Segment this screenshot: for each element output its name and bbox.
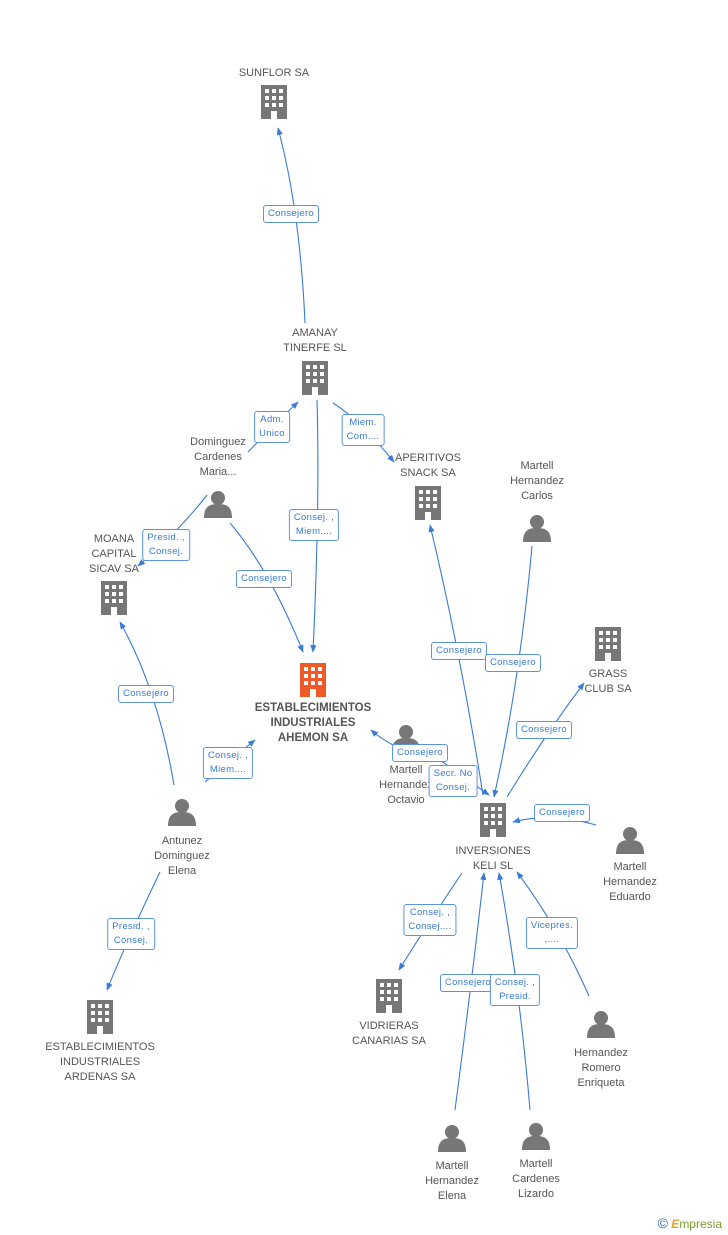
- brand-logo-text: mpresia: [679, 1217, 722, 1231]
- edge-label-antunez-main[interactable]: Consej. , Miem....: [202, 747, 254, 779]
- person-icon-martell_eduardo[interactable]: [616, 827, 644, 854]
- person-icon-hernandez_romero[interactable]: [587, 1011, 615, 1038]
- node-label-moana[interactable]: MOANA CAPITAL SICAV SA: [89, 533, 139, 575]
- building-icon-main[interactable]: [300, 663, 326, 697]
- building-icon-grass[interactable]: [595, 627, 621, 661]
- edge-label-inversiones-aperitivos[interactable]: Consejero: [430, 642, 488, 660]
- building-icon-inversiones[interactable]: [480, 803, 506, 837]
- edge-label-inversiones-grass[interactable]: Consejero: [515, 721, 573, 739]
- building-icon-amanay[interactable]: [302, 361, 328, 395]
- person-icon-antunez[interactable]: [168, 799, 196, 826]
- node-label-dominguez[interactable]: Dominguez Cardenes Maria...: [190, 436, 246, 478]
- edge-label-inversiones-vidrieras[interactable]: Consej. , Consej....: [403, 904, 457, 936]
- brand-logo-e: E: [671, 1217, 680, 1231]
- edge-label-martell_eduardo-inversiones[interactable]: Consejero: [533, 804, 591, 822]
- edge-label-amanay-sunflor[interactable]: Consejero: [262, 205, 320, 223]
- edge-antunez-to-moana: [119, 621, 175, 786]
- node-label-aperitivos[interactable]: APERITIVOS SNACK SA: [394, 452, 462, 479]
- building-icon-vidrieras[interactable]: [376, 979, 402, 1013]
- edge-label-martell_octavio-inversiones[interactable]: Secr. No Consej.: [428, 765, 478, 797]
- node-label-sunflor[interactable]: SUNFLOR SA: [238, 67, 310, 79]
- edge-label-antunez-moana[interactable]: Consejero: [117, 685, 175, 703]
- node-label-grass[interactable]: GRASS CLUB SA: [584, 668, 632, 695]
- node-label-martell_elena[interactable]: Martell Hernandez Elena: [425, 1160, 479, 1202]
- edge-label-martell_lizardo-inversiones[interactable]: Consej. , Presid.: [489, 974, 541, 1006]
- edge-label-amanay-main[interactable]: Consej. , Miem....: [288, 509, 340, 541]
- person-icon-dominguez[interactable]: [204, 491, 232, 518]
- node-label-amanay[interactable]: AMANAY TINERFE SL: [283, 327, 347, 354]
- building-icon-sunflor[interactable]: [261, 85, 287, 119]
- edge-label-hernandez_romero-inversiones[interactable]: Vicepres. ,....: [525, 917, 579, 949]
- person-icon-martell_elena[interactable]: [438, 1125, 466, 1152]
- node-label-main[interactable]: ESTABLECIMIENTOS INDUSTRIALES AHEMON SA: [254, 702, 372, 744]
- edge-label-dominguez-main[interactable]: Consejero: [235, 570, 293, 588]
- edge-label-martell_elena-inversiones[interactable]: Consejero: [439, 974, 497, 992]
- building-icon-moana[interactable]: [101, 581, 127, 615]
- node-label-martell_lizardo[interactable]: Martell Cardenes Lizardo: [512, 1158, 560, 1200]
- node-label-ardenas[interactable]: ESTABLECIMIENTOS INDUSTRIALES ARDENAS SA: [45, 1041, 155, 1083]
- node-label-antunez[interactable]: Antunez Dominguez Elena: [154, 835, 210, 877]
- person-icon-martell_carlos[interactable]: [523, 515, 551, 542]
- node-label-inversiones[interactable]: INVERSIONES KELI SL: [455, 845, 531, 872]
- brand-footer: © Empresia: [658, 1215, 722, 1231]
- node-label-hernandez_romero[interactable]: Hernandez Romero Enriqueta: [574, 1047, 628, 1089]
- node-label-vidrieras[interactable]: VIDRIERAS CANARIAS SA: [352, 1020, 426, 1047]
- node-label-martell_carlos[interactable]: Martell Hernandez Carlos: [510, 460, 564, 502]
- edge-martell_carlos-to-inversiones: [492, 545, 533, 798]
- edge-label-dominguez-amanay[interactable]: Adm. Unico: [254, 411, 290, 443]
- building-icon-aperitivos[interactable]: [415, 486, 441, 520]
- edge-label-dominguez-moana[interactable]: Presid. , Consej.: [142, 529, 190, 561]
- edge-inversiones-to-grass: [506, 682, 585, 798]
- copyright-icon: ©: [657, 1215, 668, 1231]
- node-label-martell_eduardo[interactable]: Martell Hernandez Eduardo: [603, 861, 657, 903]
- edge-label-amanay-aperitivos[interactable]: Miem. Com....: [341, 414, 385, 446]
- building-icon-ardenas[interactable]: [87, 1000, 113, 1034]
- edge-martell_octavio-to-main: [370, 729, 394, 746]
- edge-amanay-to-sunflor: [276, 127, 306, 324]
- node-label-martell_octavio[interactable]: Martell Hernandez Octavio: [379, 764, 433, 806]
- edge-label-martell_carlos-inversiones[interactable]: Consejero: [484, 654, 542, 672]
- person-icon-martell_lizardo[interactable]: [522, 1123, 550, 1150]
- edge-label-martell_octavio-main[interactable]: Consejero: [391, 744, 449, 762]
- edge-label-antunez-ardenas[interactable]: Presid. , Consej.: [107, 918, 155, 950]
